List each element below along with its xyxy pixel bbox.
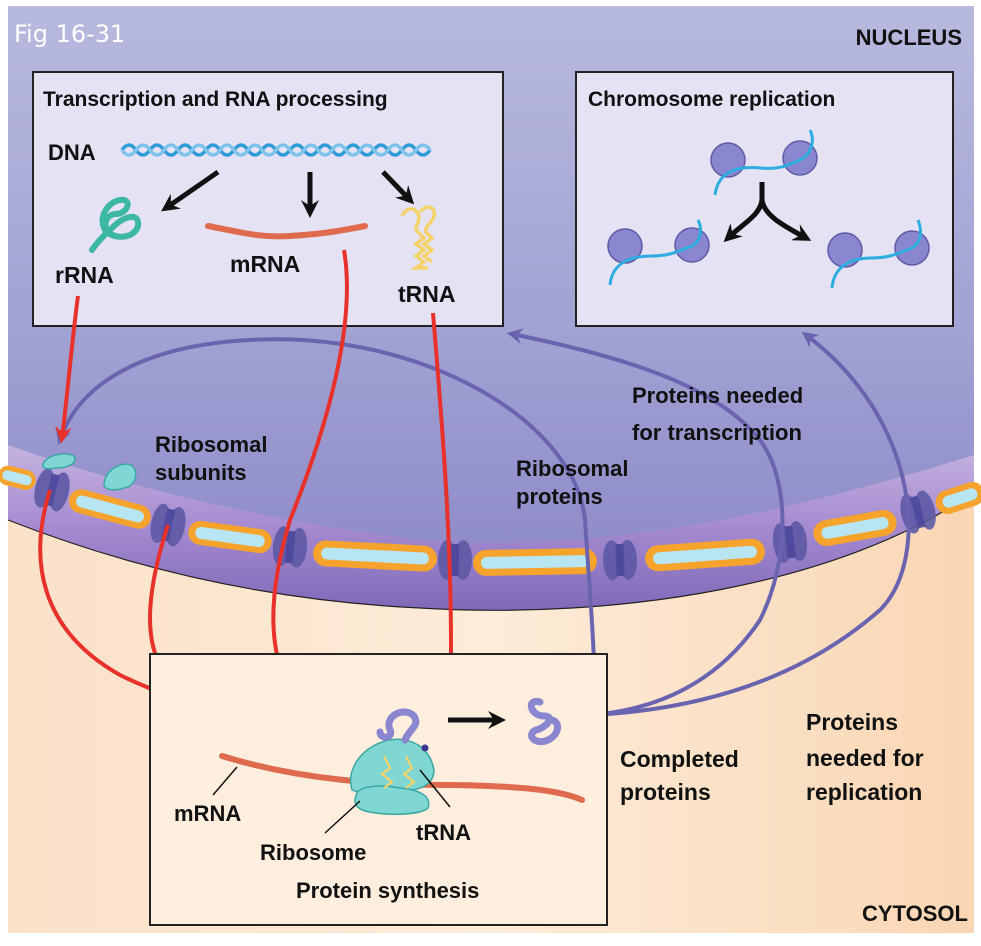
ribosomal-proteins-arrow — [55, 337, 597, 717]
arrow-to-rrna — [161, 169, 220, 212]
rrna-export-arrow — [55, 295, 80, 444]
proteins-transcription-label: Proteins needed for transcription — [632, 383, 803, 445]
ribosomal-proteins-label: Ribosomal proteins — [516, 456, 628, 509]
trna-icon — [400, 205, 436, 270]
svg-text:proteins: proteins — [516, 484, 603, 509]
protein-synthesis-title: Protein synthesis — [296, 878, 479, 903]
ribosome-leader-line — [324, 800, 361, 834]
ps-mrna-label: mRNA — [174, 801, 241, 826]
envelope-cisternae — [0, 465, 981, 576]
svg-text:Proteins needed: Proteins needed — [632, 383, 803, 408]
chromatin-daughter-right-icon — [827, 219, 930, 289]
cytosol-label: CYTOSOL — [862, 901, 968, 926]
replication-title: Chromosome replication — [588, 88, 835, 111]
dna-label: DNA — [48, 140, 96, 165]
replication-box: Chromosome replication — [575, 71, 954, 327]
ps-ribosome-label: Ribosome — [260, 840, 366, 865]
transcription-box: Transcription and RNA processing DNA rRN… — [32, 71, 504, 327]
replication-fork-arrow-right — [759, 199, 812, 241]
proteins-replication-label: Proteins needed for replication — [806, 709, 924, 805]
chromatin-daughter-left-icon — [607, 219, 710, 286]
mrna-leader-line — [212, 766, 238, 796]
protein-synthesis-box: mRNA Ribosome tRNA Protein synthesis — [149, 653, 608, 926]
svg-text:Ribosomal: Ribosomal — [155, 432, 267, 457]
svg-text:for transcription: for transcription — [632, 420, 802, 445]
nuclear-pore — [437, 539, 473, 581]
trna-leader-line — [419, 769, 451, 808]
svg-text:Proteins: Proteins — [806, 709, 898, 735]
svg-text:replication: replication — [806, 779, 922, 805]
completed-protein-icon — [527, 697, 561, 746]
trna-export-arrow — [431, 312, 459, 712]
dna-helix-icon — [120, 143, 432, 157]
rrna-label: rRNA — [55, 262, 114, 288]
nascent-polypeptide-icon — [376, 708, 420, 744]
replication-proteins-arrow — [589, 331, 911, 717]
envelope-outer-edge — [7, 491, 975, 611]
svg-text:subunits: subunits — [155, 460, 247, 485]
trna-label: tRNA — [398, 281, 456, 307]
svg-text:Ribosomal: Ribosomal — [516, 456, 628, 481]
transcription-proteins-arrow — [506, 328, 785, 717]
ps-mrna-strand-icon — [219, 753, 585, 803]
transcription-title: Transcription and RNA processing — [43, 88, 388, 111]
nuclear-envelope — [8, 445, 974, 611]
ribosomal-subunits-label: Ribosomal subunits — [155, 432, 267, 485]
mrna-label: mRNA — [230, 251, 300, 277]
svg-text:Completed: Completed — [620, 746, 739, 772]
svg-text:needed for: needed for — [806, 745, 924, 771]
ribosomal-subunits-icon — [42, 453, 137, 491]
svg-text:proteins: proteins — [620, 779, 711, 805]
mrna-strand-icon — [205, 223, 368, 240]
figure-label: Fig 16-31 — [14, 20, 125, 48]
chromatin-parent-icon — [710, 129, 818, 196]
protein-import-arrows — [55, 328, 911, 717]
completed-proteins-label: Completed proteins — [620, 746, 739, 805]
nucleus-label: NUCLEUS — [856, 25, 962, 50]
ps-trna-label: tRNA — [416, 820, 471, 845]
ribosome-icon — [349, 738, 435, 816]
arrow-to-trna — [381, 170, 415, 205]
ps-trna-icon — [380, 755, 416, 789]
rrna-icon — [89, 196, 142, 253]
nuclear-pore — [602, 539, 638, 581]
